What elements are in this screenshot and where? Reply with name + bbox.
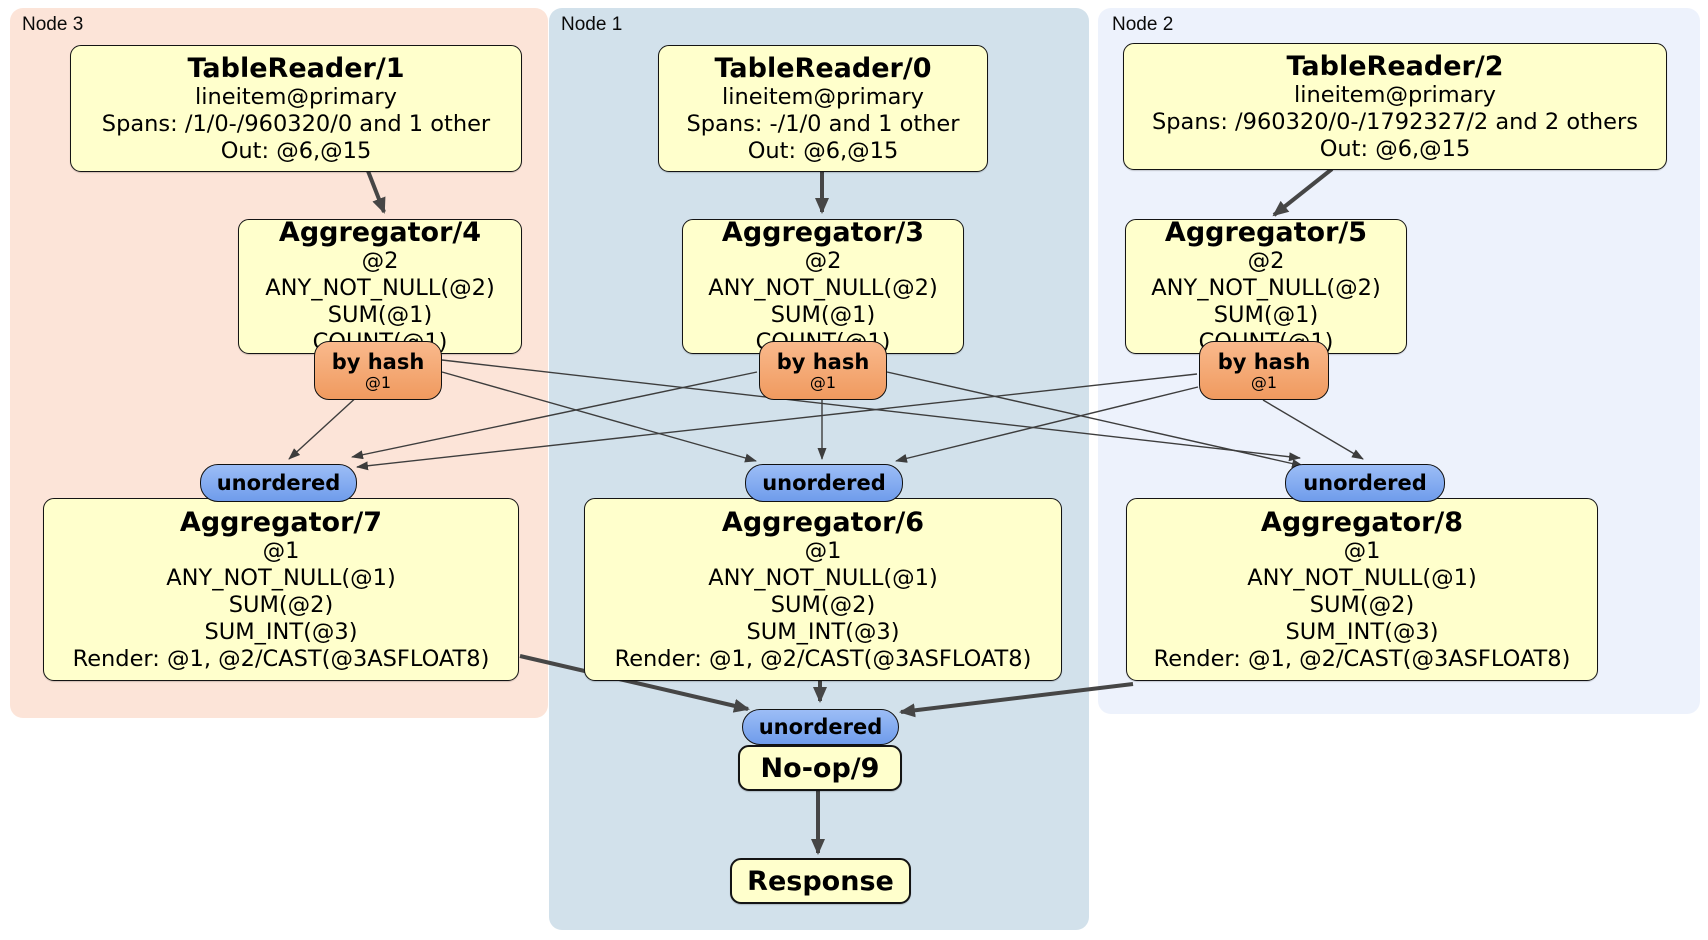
processor-response: Response [730,858,911,904]
sync-unordered-node3: unordered [200,464,357,502]
processor-noop-9: No-op/9 [738,745,902,791]
processor-line: SUM(@1) [770,302,876,328]
processor-line: SUM_INT(@3) [1285,618,1439,645]
processor-line: SUM(@1) [327,302,433,328]
processor-line: ANY_NOT_NULL(@1) [166,564,396,591]
processor-tablereader-2: TableReader/2 lineitem@primary Spans: /9… [1123,43,1667,170]
processor-line: SUM(@1) [1213,302,1319,328]
processor-line: Spans: -/1/0 and 1 other [686,110,960,137]
processor-title: Aggregator/4 [278,217,482,248]
processor-title: Aggregator/5 [1164,217,1368,248]
sync-unordered-node2: unordered [1285,464,1445,502]
sync-unordered-final: unordered [742,709,899,745]
processor-line: @1 [1343,537,1381,564]
processor-line: lineitem@primary [1294,81,1496,108]
router-by-hash-node1: by hash @1 [759,341,887,400]
processor-line: @2 [361,248,399,274]
processor-line: Render: @1, @2/CAST(@3ASFLOAT8) [1153,645,1571,672]
processor-title: TableReader/1 [187,52,405,84]
processor-line: lineitem@primary [722,83,924,110]
processor-line: @2 [1247,248,1285,274]
processor-line: Spans: /1/0-/960320/0 and 1 other [101,110,491,137]
processor-aggregator-8: Aggregator/8 @1 ANY_NOT_NULL(@1) SUM(@2)… [1126,498,1598,681]
processor-line: Render: @1, @2/CAST(@3ASFLOAT8) [72,645,490,672]
processor-title: Aggregator/3 [721,217,925,248]
router-by-hash-node3: by hash @1 [314,341,442,400]
processor-line: Out: @6,@15 [1319,135,1471,162]
processor-line: @1 [262,537,300,564]
processor-title: Aggregator/6 [721,506,925,538]
region-label-node1: Node 1 [561,14,623,35]
processor-line: Out: @6,@15 [220,137,372,164]
router-label: by hash [1217,349,1311,374]
processor-aggregator-7: Aggregator/7 @1 ANY_NOT_NULL(@1) SUM(@2)… [43,498,519,681]
processor-line: SUM(@2) [1309,591,1415,618]
processor-aggregator-4: Aggregator/4 @2 ANY_NOT_NULL(@2) SUM(@1)… [238,217,522,355]
router-sub-label: @1 [364,372,392,392]
processor-line: SUM_INT(@3) [746,618,900,645]
processor-line: @1 [804,537,842,564]
processor-aggregator-6: Aggregator/6 @1 ANY_NOT_NULL(@1) SUM(@2)… [584,498,1062,681]
processor-line: ANY_NOT_NULL(@2) [708,275,938,301]
processor-title: No-op/9 [760,752,880,784]
processor-line: SUM(@2) [228,591,334,618]
processor-aggregator-3: Aggregator/3 @2 ANY_NOT_NULL(@2) SUM(@1)… [682,217,964,355]
processor-line: ANY_NOT_NULL(@1) [1247,564,1477,591]
processor-line: lineitem@primary [195,83,397,110]
router-sub-label: @1 [809,372,837,392]
router-edges [288,359,1364,471]
sync-unordered-node1: unordered [745,464,903,502]
processor-aggregator-5: Aggregator/5 @2 ANY_NOT_NULL(@2) SUM(@1)… [1125,217,1407,355]
processor-title: TableReader/0 [714,52,932,84]
router-label: by hash [776,349,870,374]
processor-title: Response [747,865,894,897]
processor-line: Spans: /960320/0-/1792327/2 and 2 others [1151,108,1638,135]
processor-line: SUM(@2) [770,591,876,618]
processor-line: Render: @1, @2/CAST(@3ASFLOAT8) [614,645,1032,672]
processor-line: @2 [804,248,842,274]
processor-tablereader-0: TableReader/0 lineitem@primary Spans: -/… [658,45,988,172]
processor-line: ANY_NOT_NULL(@2) [265,275,495,301]
processor-line: ANY_NOT_NULL(@2) [1151,275,1381,301]
processor-title: Aggregator/8 [1260,506,1464,538]
region-label-node3: Node 3 [22,14,84,35]
region-label-node2: Node 2 [1112,14,1174,35]
flow-edges [366,167,1334,855]
processor-title: Aggregator/7 [179,506,383,538]
processor-line: ANY_NOT_NULL(@1) [708,564,938,591]
processor-tablereader-1: TableReader/1 lineitem@primary Spans: /1… [70,45,522,172]
processor-line: Out: @6,@15 [747,137,899,164]
router-sub-label: @1 [1250,372,1278,392]
processor-line: SUM_INT(@3) [204,618,358,645]
processor-title: TableReader/2 [1286,50,1504,82]
router-label: by hash [331,349,425,374]
router-by-hash-node2: by hash @1 [1199,341,1329,400]
